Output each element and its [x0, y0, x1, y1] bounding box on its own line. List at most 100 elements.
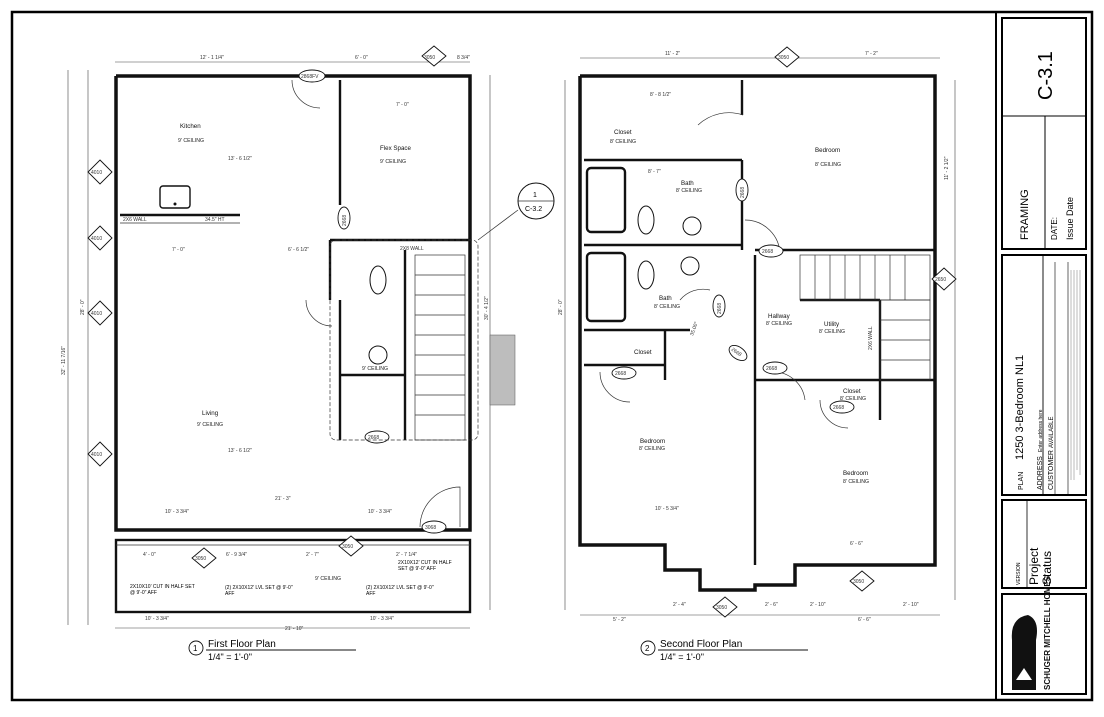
ff-door-tag-2: 2668	[337, 206, 351, 230]
sf-tub-1	[585, 166, 627, 234]
logo-text: SCHUGER MITCHELL HOMES	[1043, 575, 1052, 690]
svg-text:2668: 2668	[342, 215, 348, 226]
ff-note-beam-d-box: 2X10X12' CUT IN HALF SET @ 9'-0" AFF	[398, 560, 452, 572]
ff-room-kitchen: Kitchen	[180, 123, 201, 130]
ff-toilet	[369, 265, 387, 295]
sf-plan-title-text: Second Floor Plan	[660, 639, 742, 650]
tb-issue-date: Issue Date	[1065, 197, 1075, 240]
sf-dim-bedroom-width: 10' - 5 3/4"	[655, 506, 679, 512]
sf-angle-note: 35.00°	[689, 321, 700, 337]
ff-window-tag-left-1: 4010	[87, 159, 113, 185]
sf-room-closet-3: Closet	[843, 388, 861, 395]
ff-room-flex: Flex Space	[380, 145, 412, 152]
svg-text:4010: 4010	[91, 236, 102, 242]
tb-project-status-box: Project Status	[1028, 548, 1054, 585]
sf-window-tag-top: 3050	[774, 46, 800, 68]
svg-text:2668: 2668	[717, 303, 723, 314]
svg-text:2668: 2668	[766, 366, 777, 372]
sf-room-bedroom-2: Bedroom	[640, 438, 665, 445]
section-callout: 1 C-3.2	[477, 182, 555, 241]
ff-dim-living-b: 6' - 6 1/2"	[288, 247, 309, 253]
company-logo: SCHUGER MITCHELL HOMES	[1011, 575, 1052, 690]
sf-dim-closet: 8' - 8 1/2"	[650, 92, 671, 98]
svg-text:3050: 3050	[342, 544, 353, 550]
sheet-border	[10, 10, 1094, 702]
sf-door-tag-7: 2668	[829, 400, 855, 414]
sf-room-closet-2: Closet	[634, 349, 652, 356]
tb-version-label: VERSION	[1016, 562, 1022, 585]
sf-room-hallway: Hallway	[768, 313, 791, 320]
ff-door-tag-1: 2868FV	[298, 69, 326, 83]
sf-plan-title: 2 Second Floor Plan 1/4" = 1'-0"	[640, 639, 808, 662]
section-callout-number: 1	[533, 192, 537, 199]
tb-address-label: ADDRESS	[1037, 456, 1044, 490]
sf-dim-bottom-d: 2' - 10"	[903, 602, 919, 608]
svg-text:2668: 2668	[368, 435, 379, 441]
ff-dim-left-total: 32' - 11 7/16"	[61, 346, 67, 375]
sf-room-bedroom-1-ceiling: 8' CEILING	[815, 162, 841, 168]
sf-dim-top-b: 7' - 2"	[865, 51, 878, 57]
svg-text:3050: 3050	[778, 55, 789, 61]
svg-text:2668: 2668	[833, 405, 844, 411]
tb-sheet-title: FRAMING	[1019, 189, 1031, 240]
sf-plan-number: 2	[645, 644, 650, 653]
sf-room-bedroom-1: Bedroom	[815, 147, 840, 154]
ff-plan-title: 1 First Floor Plan 1/4" = 1'-0"	[188, 639, 356, 662]
ff-kitchen-sink	[159, 185, 191, 209]
sf-dim-bottom-f: 5' - 2"	[613, 617, 626, 623]
ff-stairs	[414, 254, 466, 441]
sf-lav-2	[680, 256, 700, 276]
ff-sink-drain	[173, 202, 177, 206]
tb-fine-print	[1070, 270, 1081, 480]
svg-text:2868FV: 2868FV	[301, 74, 319, 80]
ff-dim-flex-width: 7' - 0"	[396, 102, 409, 108]
ff-dim-right-total: 30' - 4 1/2"	[484, 296, 490, 320]
ff-plan-number: 1	[193, 644, 198, 653]
svg-text:4010: 4010	[91, 170, 102, 176]
svg-text:4010: 4010	[91, 311, 102, 317]
sf-room-bath-1: Bath	[681, 180, 694, 187]
ff-note-wall-height: 34.5" HT	[205, 217, 225, 223]
ff-note-beam-b: (2) 2X10X12' LVL SET @ 9'-0" AFF	[225, 585, 293, 597]
ff-note-beam-a: 2X10X10' CUT IN HALF SET @ 9'-0" AFF	[130, 584, 195, 596]
second-floor-plan: 11' - 2" 7' - 2" 8' - 8 1/2" 8' - 7" 10'…	[558, 46, 957, 662]
ff-dim-porch-c: 4' - 0"	[143, 552, 156, 558]
tb-date-label: DATE:	[1050, 217, 1059, 240]
sf-dim-bottom-c: 2' - 10"	[810, 602, 826, 608]
sf-room-closet-1: Closet	[614, 129, 632, 136]
tb-address-value: Enter address here	[1038, 409, 1044, 452]
ff-callout-area	[329, 239, 479, 441]
ff-hatch-area	[489, 334, 516, 406]
svg-text:3050: 3050	[716, 605, 727, 611]
ff-dim-living-a: 7' - 0"	[172, 247, 185, 253]
tb-sheet-number: C-3.1	[1035, 51, 1057, 100]
svg-text:3068: 3068	[425, 525, 436, 531]
ff-window-tag-left-2: 4010	[87, 225, 113, 251]
sf-bedroom2-door-swing	[599, 371, 631, 403]
sf-dim-top-a: 11' - 2"	[665, 51, 680, 57]
sf-exterior-wall	[578, 74, 937, 592]
svg-text:3050: 3050	[195, 556, 206, 562]
sf-room-closet-1-ceiling: 8' CEILING	[610, 139, 636, 145]
sf-dim-bottom-b: 2' - 6"	[765, 602, 778, 608]
sf-door-tag-1: 2668	[735, 178, 749, 202]
ff-porch-ceiling: 9' CEILING	[315, 576, 341, 582]
ff-plan-scale: 1/4" = 1'-0"	[208, 652, 252, 662]
sf-room-closet-3-ceiling: 8' CEILING	[840, 396, 866, 402]
svg-text:3050: 3050	[853, 579, 864, 585]
ff-door-tag-4: 3068	[421, 520, 447, 534]
sf-dim-left-total: 28' - 0"	[558, 299, 564, 315]
sf-wall-note: 2X6 WALL	[868, 326, 874, 350]
ff-dim-bottom-b: 10' - 3 3/4"	[370, 616, 394, 622]
ff-note-beam-c-box: (2) 2X10X12' LVL SET @ 9'-0" AFF	[366, 585, 434, 597]
sf-tub-2	[585, 251, 627, 323]
sf-stairs	[799, 254, 931, 381]
svg-text:2668: 2668	[762, 249, 773, 255]
ff-note-2x8-wall: 2X8 WALL	[400, 246, 424, 252]
ff-dim-kitchen-width: 13' - 6 1/2"	[228, 156, 252, 162]
ff-door-tag-3: 2668	[364, 430, 390, 444]
svg-text:4010: 4010	[91, 452, 102, 458]
sf-room-bedroom-3-ceiling: 8' CEILING	[843, 479, 869, 485]
